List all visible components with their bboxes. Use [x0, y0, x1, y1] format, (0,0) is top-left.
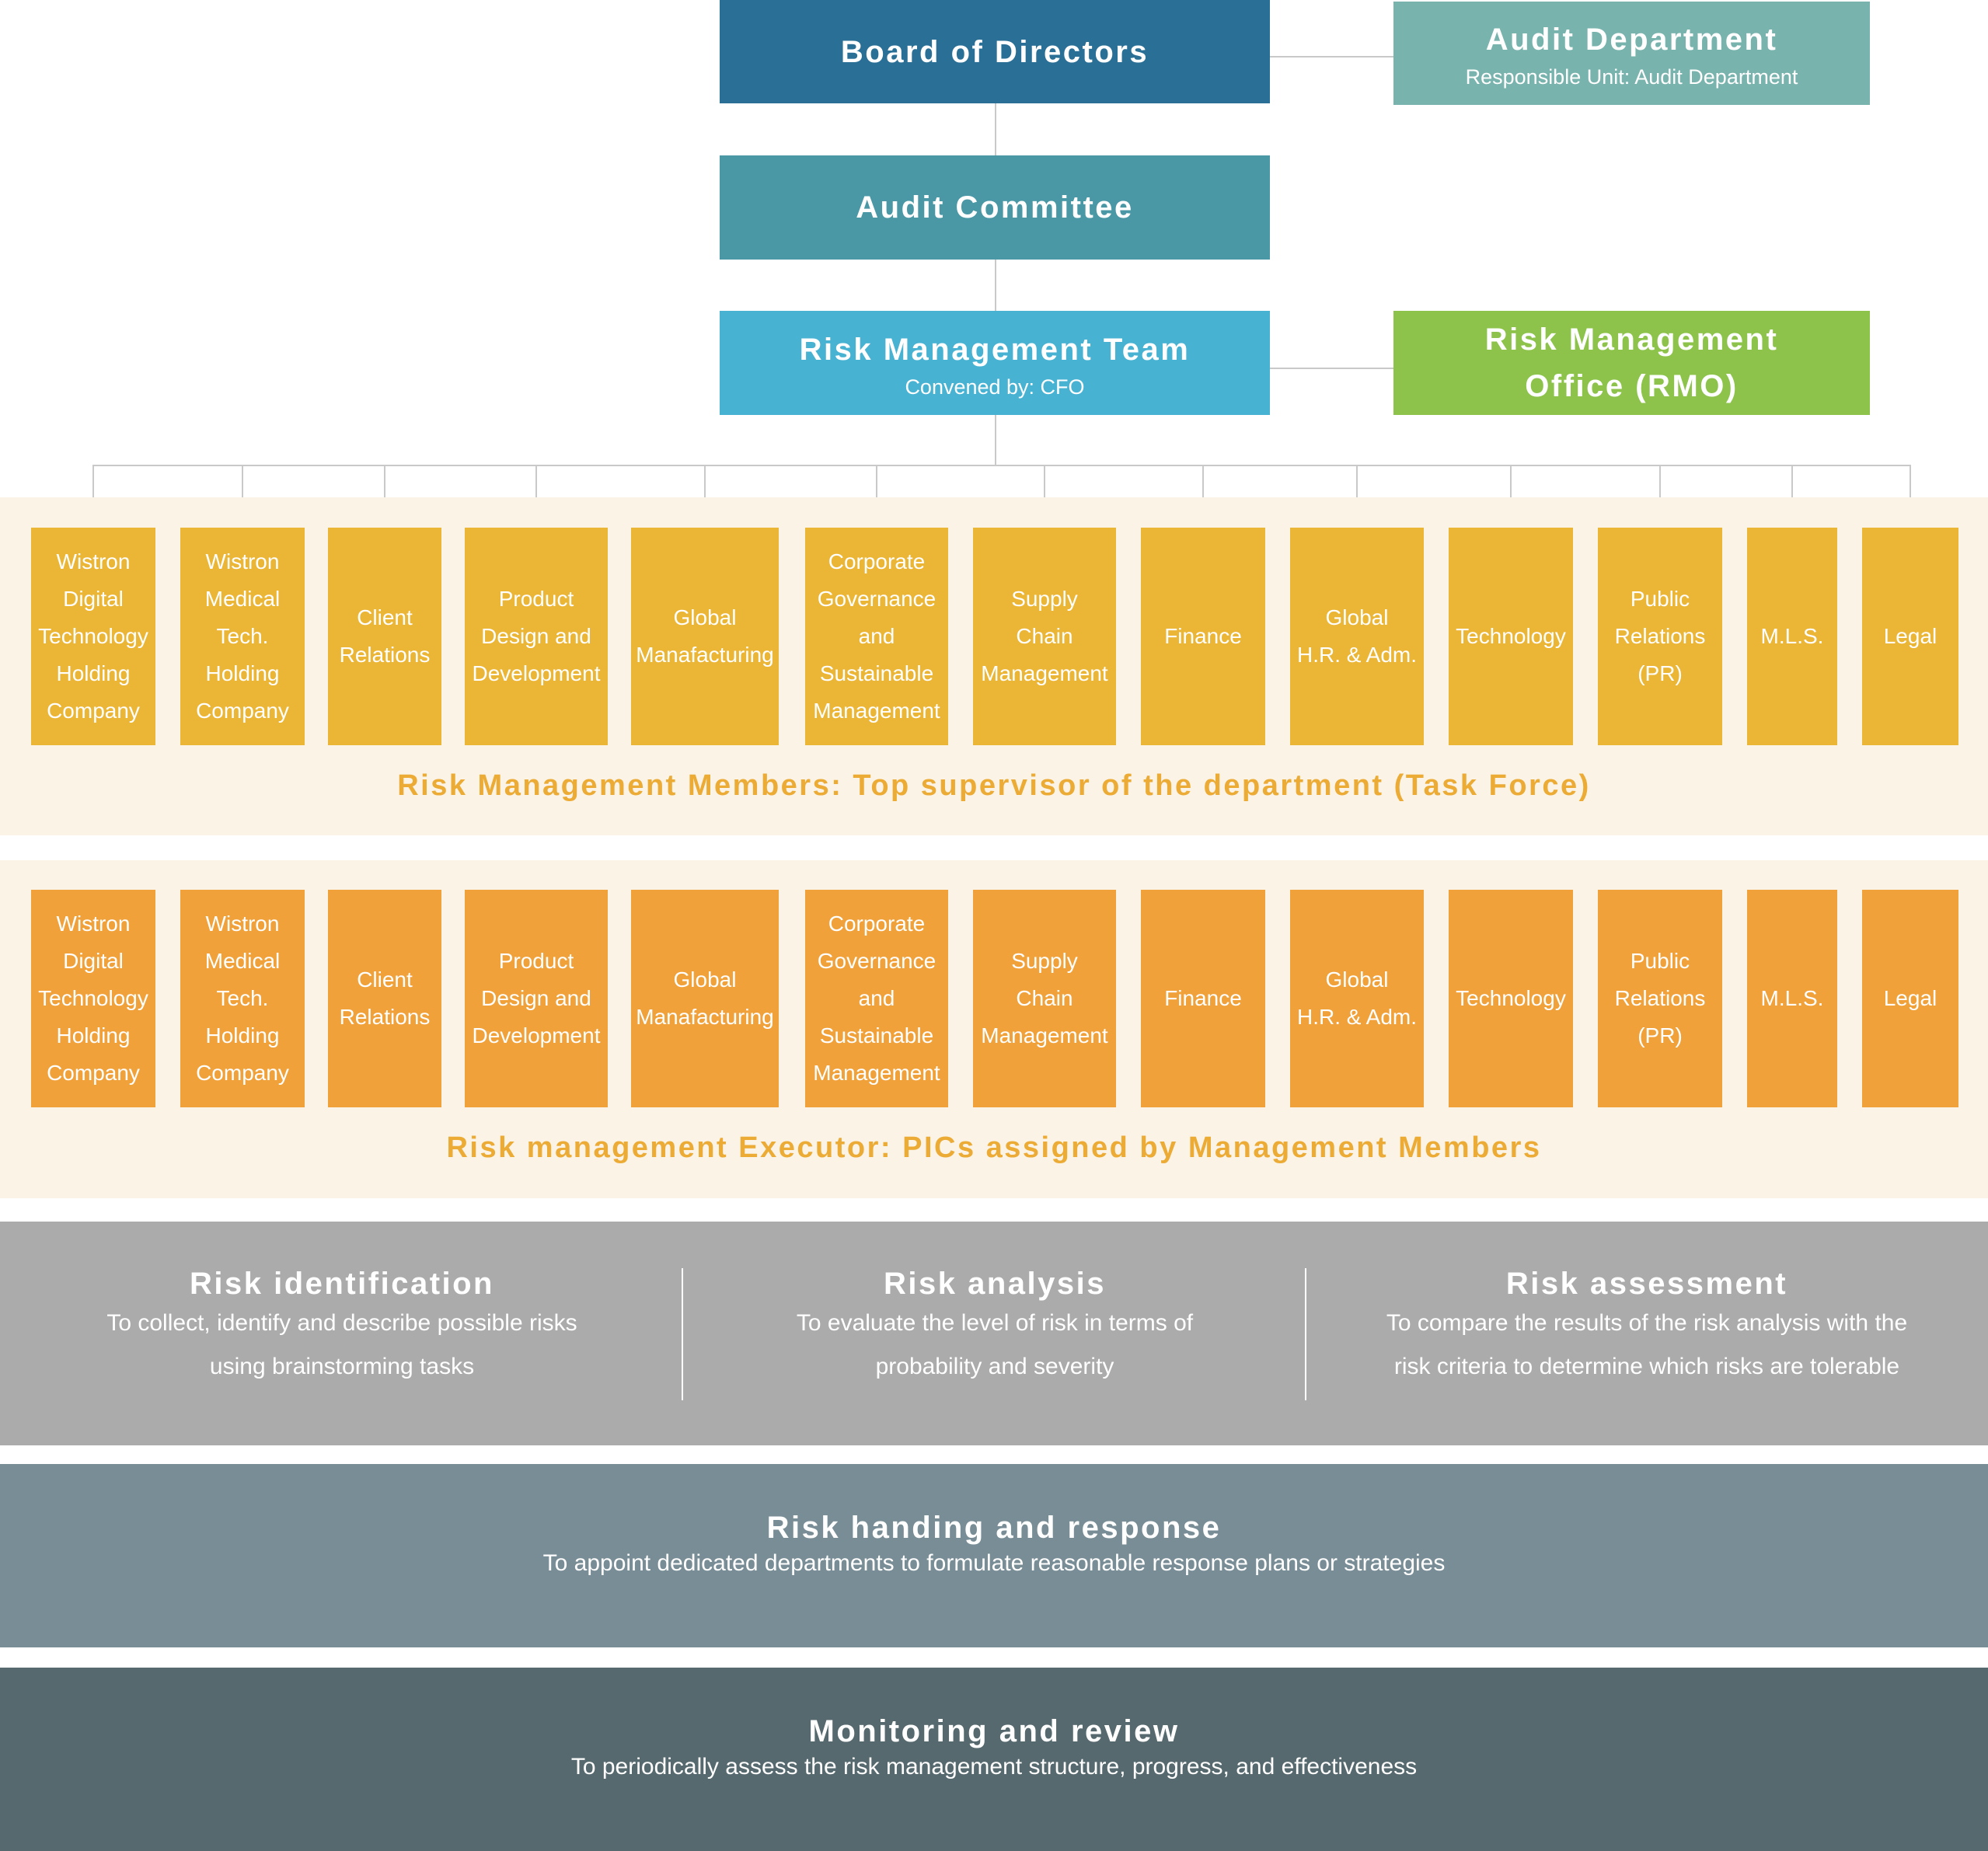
risk-handling: Risk handing and response To appoint ded… [0, 1511, 1988, 1581]
executor-caption: Risk management Executor: PICs assigned … [446, 1131, 1542, 1164]
member-box-product-design: Product Design and Development [465, 528, 608, 745]
risk-handling-title: Risk handing and response [766, 1511, 1222, 1545]
executor-box-global-manufacturing: Global Manafacturing [631, 890, 779, 1107]
drop-line-supply-chain [1044, 465, 1045, 528]
member-box-wistron-medical: Wistron Medical Tech. Holding Company [180, 528, 305, 745]
risk-management-team-box: Risk Management Team Convened by: CFO [720, 311, 1270, 415]
executor-box-client-relations: Client Relations [328, 890, 441, 1107]
risk-management-team-subtitle: Convened by: CFO [905, 375, 1085, 399]
drop-line-corporate-governance [876, 465, 877, 528]
process-divider-2 [1305, 1268, 1306, 1400]
executor-box-wistron-medical: Wistron Medical Tech. Holding Company [180, 890, 305, 1107]
drop-line-client-relations [384, 465, 385, 528]
monitoring-review: Monitoring and review To periodically as… [0, 1714, 1988, 1785]
executor-box-supply-chain: Supply Chain Management [973, 890, 1116, 1107]
drop-line-finance [1202, 465, 1204, 528]
risk-analysis-title: Risk analysis [884, 1267, 1106, 1301]
risk-assessment: Risk assessment To compare the results o… [1306, 1267, 1988, 1422]
rmo-box: Risk Management Office (RMO) [1393, 311, 1870, 415]
audit-department-subtitle: Responsible Unit: Audit Department [1465, 65, 1798, 89]
monitoring-band [0, 1668, 1988, 1851]
connector-team-rmo [1268, 368, 1394, 369]
executor-box-corporate-governance: Corporate Governance and Sustainable Man… [805, 890, 948, 1107]
audit-committee-box: Audit Committee [720, 155, 1270, 260]
risk-management-team-title: Risk Management Team [799, 332, 1191, 367]
risk-identification-title: Risk identification [190, 1267, 494, 1301]
drop-line-product-design [535, 465, 537, 528]
drop-line-public-relations [1659, 465, 1661, 528]
drop-line-technology [1510, 465, 1512, 528]
connector-team-departments [995, 414, 996, 466]
member-box-supply-chain: Supply Chain Management [973, 528, 1116, 745]
board-of-directors-box: Board of Directors [720, 0, 1270, 103]
executor-box-mls: M.L.S. [1747, 890, 1837, 1107]
member-box-global-hr: Global H.R. & Adm. [1290, 528, 1424, 745]
monitoring-review-desc: To periodically assess the risk manageme… [570, 1754, 1418, 1780]
risk-identification: Risk identification To collect, identify… [31, 1267, 653, 1422]
risk-identification-desc: To collect, identify and describe possib… [106, 1310, 577, 1379]
member-box-wistron-digital: Wistron Digital Technology Holding Compa… [31, 528, 155, 745]
member-box-mls: M.L.S. [1747, 528, 1837, 745]
member-box-legal: Legal [1862, 528, 1958, 745]
member-box-public-relations: Public Relations (PR) [1598, 528, 1722, 745]
executor-box-finance: Finance [1141, 890, 1265, 1107]
executor-box-product-design: Product Design and Development [465, 890, 608, 1107]
connector-board-committee [995, 103, 996, 155]
connector-committee-team [995, 259, 996, 311]
board-of-directors-title: Board of Directors [840, 34, 1149, 69]
member-box-global-manufacturing: Global Manafacturing [631, 528, 779, 745]
executor-box-technology: Technology [1449, 890, 1573, 1107]
members-caption: Risk Management Members: Top supervisor … [397, 769, 1591, 802]
member-box-corporate-governance: Corporate Governance and Sustainable Man… [805, 528, 948, 745]
rmo-title: Risk Management Office (RMO) [1484, 322, 1779, 403]
connector-departments-bus [92, 465, 1910, 466]
monitoring-review-title: Monitoring and review [808, 1714, 1180, 1748]
executor-box-legal: Legal [1862, 890, 1958, 1107]
member-box-technology: Technology [1449, 528, 1573, 745]
audit-department-title: Audit Department [1485, 23, 1778, 57]
risk-assessment-title: Risk assessment [1505, 1267, 1788, 1301]
member-box-finance: Finance [1141, 528, 1265, 745]
risk-handling-desc: To appoint dedicated departments to form… [542, 1550, 1446, 1576]
drop-line-global-manufacturing [704, 465, 706, 528]
risk-assessment-desc: To compare the results of the risk analy… [1386, 1310, 1908, 1379]
risk-analysis: Risk analysis To evaluate the level of r… [684, 1267, 1306, 1422]
member-box-client-relations: Client Relations [328, 528, 441, 745]
process-divider-1 [682, 1268, 683, 1400]
risk-analysis-desc: To evaluate the level of risk in terms o… [796, 1310, 1194, 1379]
executor-box-global-hr: Global H.R. & Adm. [1290, 890, 1424, 1107]
audit-committee-title: Audit Committee [856, 190, 1134, 225]
drop-line-global-hr [1356, 465, 1358, 528]
drop-line-mls [1791, 465, 1793, 528]
drop-line-wistron-medical [242, 465, 243, 528]
audit-department-box: Audit Department Responsible Unit: Audit… [1393, 2, 1870, 105]
process-band [0, 1222, 1988, 1445]
drop-line-legal [1910, 465, 1911, 528]
executor-box-wistron-digital: Wistron Digital Technology Holding Compa… [31, 890, 155, 1107]
risk-handling-band [0, 1464, 1988, 1647]
connector-board-audit-dept [1268, 56, 1394, 58]
executor-box-public-relations: Public Relations (PR) [1598, 890, 1722, 1107]
drop-line-wistron-digital [92, 465, 94, 528]
